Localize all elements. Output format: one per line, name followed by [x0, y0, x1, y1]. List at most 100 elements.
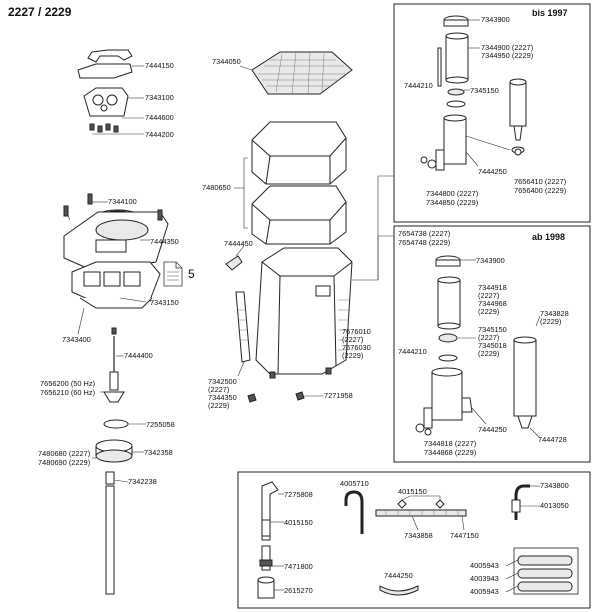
label-7271958: 7271958 [324, 391, 353, 400]
label-7342358: 7342358 [144, 448, 173, 457]
label-a-7344968: 7344968 [478, 299, 507, 308]
label-c-7447150: 7447150 [450, 531, 479, 540]
ring-small-b [514, 148, 522, 156]
impeller-assembly [103, 327, 125, 403]
label-c-4015150a: 4015150 [284, 518, 313, 527]
hose-rolls [513, 547, 579, 595]
label-a-7344868: 7344868 (2229) [424, 448, 476, 457]
label-b-7656410: 7656410 (2227) [514, 177, 566, 186]
label-b-7344850: 7344850 (2229) [426, 198, 478, 207]
foot-7271958 [295, 391, 305, 401]
label-b-7344900: 7344900 (2227) [481, 43, 533, 52]
label-7480650: 7480650 [202, 183, 231, 192]
canister-housing [255, 247, 353, 375]
foot-left [269, 371, 276, 379]
heading-ab-1998: ab 1998 [532, 232, 565, 242]
label-7342238: 7342238 [128, 477, 157, 486]
label-c-4005943: 4005943 [470, 561, 499, 570]
filter-basket-upper [251, 121, 347, 185]
motor-housing [71, 261, 161, 309]
intake-tube [105, 471, 115, 595]
label-a-7344918: 7344918 [478, 283, 507, 292]
foot-right [325, 367, 332, 375]
heading-bis-1997: bis 1997 [532, 8, 568, 18]
label-b-7656400: 7656400 (2229) [514, 186, 566, 195]
label-7344350-variant: (2229) [208, 401, 229, 410]
label-7444450: 7444450 [224, 239, 253, 248]
label-b-7344950: 7344950 (2229) [481, 51, 533, 60]
label-7480690: 7480690 (2229) [38, 458, 90, 467]
document-icon[interactable] [163, 261, 183, 287]
label-a-7343900: 7343900 [476, 256, 505, 265]
label-7676030: 7676030 [342, 343, 371, 352]
label-7344350: 7344350 [208, 393, 237, 402]
oring-b [427, 159, 437, 169]
label-7342500-variant: (2227) [208, 385, 229, 394]
oring-a2 [424, 428, 432, 436]
prefilter-cylinder-top [445, 32, 469, 84]
label-c-4015150b: 4015150 [398, 487, 427, 496]
handle-clip [77, 49, 133, 79]
ring-small [446, 100, 466, 108]
clip-7444450 [225, 255, 243, 271]
foot-piece [247, 393, 257, 403]
label-a-7654738: 7654738 (2227) [398, 229, 450, 238]
label-7343150: 7343150 [150, 298, 179, 307]
oring-a [415, 423, 425, 433]
label-a-7343828: 7343828 [540, 309, 569, 318]
label-b-7343900: 7343900 [481, 15, 510, 24]
spray-bar-7343858 [375, 499, 467, 517]
label-7444150: 7444150 [145, 61, 174, 70]
label-a-7344918-variant: (2227) [478, 291, 499, 300]
pipe-joint-7471800 [259, 545, 273, 571]
label-7656210: 7656210 (60 Hz) [40, 388, 95, 397]
o-ring [103, 419, 129, 429]
ring-ab [438, 354, 458, 362]
filter-body-bis [435, 114, 467, 171]
label-a-7345018: 7345018 [478, 341, 507, 350]
clip-curved-7444250 [379, 585, 419, 596]
label-c-7444250: 7444250 [384, 571, 413, 580]
tube-thin [437, 47, 442, 87]
label-7676010: 7676010 [342, 327, 371, 336]
label-7676030-variant: (2229) [342, 351, 363, 360]
pump-head [63, 209, 169, 273]
filter-grid-pad [251, 51, 353, 95]
label-7342500: 7342500 [208, 377, 237, 386]
diagram-title: 2227 / 2229 [8, 5, 72, 19]
label-7444350: 7444350 [150, 237, 179, 246]
box-bis-1997 [393, 3, 591, 223]
label-a-7654748: 7654748 (2229) [398, 238, 450, 247]
label-a-7345150: 7345150 [478, 325, 507, 334]
label-a-7344818: 7344818 (2227) [424, 439, 476, 448]
oring-b2 [420, 156, 428, 164]
label-a-7345018-variant: (2229) [478, 349, 499, 358]
heater-unit-bis [509, 78, 527, 154]
cap-7343900-bottom [435, 255, 461, 267]
sponge-small [447, 88, 465, 96]
intake-pipe-7275808 [261, 481, 279, 541]
label-a-7444250: 7444250 [478, 425, 507, 434]
label-7480680: 7480680 (2227) [38, 449, 90, 458]
label-b-7344800: 7344800 (2227) [426, 189, 478, 198]
heater-unit-ab [513, 336, 537, 429]
label-c-4003943: 4003943 [470, 574, 499, 583]
label-7343400: 7343400 [62, 335, 91, 344]
label-7344100: 7344100 [108, 197, 137, 206]
label-7343100: 7343100 [145, 93, 174, 102]
side-latch [235, 291, 251, 363]
label-a-7343828-variant: (2229) [540, 317, 561, 326]
label-b-7345150: 7345150 [470, 86, 499, 95]
label-7255058: 7255058 [146, 420, 175, 429]
label-c-2615270: 2615270 [284, 586, 313, 595]
label-a-7345150-variant: (2227) [478, 333, 499, 342]
screws-small [89, 123, 119, 133]
label-c-4013050: 4013050 [540, 501, 569, 510]
bent-pipe-4005710 [344, 490, 364, 534]
box-accessories [237, 471, 591, 609]
filter-basket-lower [251, 185, 347, 245]
label-b-7444210: 7444210 [404, 81, 433, 90]
label-c-7343800: 7343800 [540, 481, 569, 490]
label-7676010-variant: (2227) [342, 335, 363, 344]
